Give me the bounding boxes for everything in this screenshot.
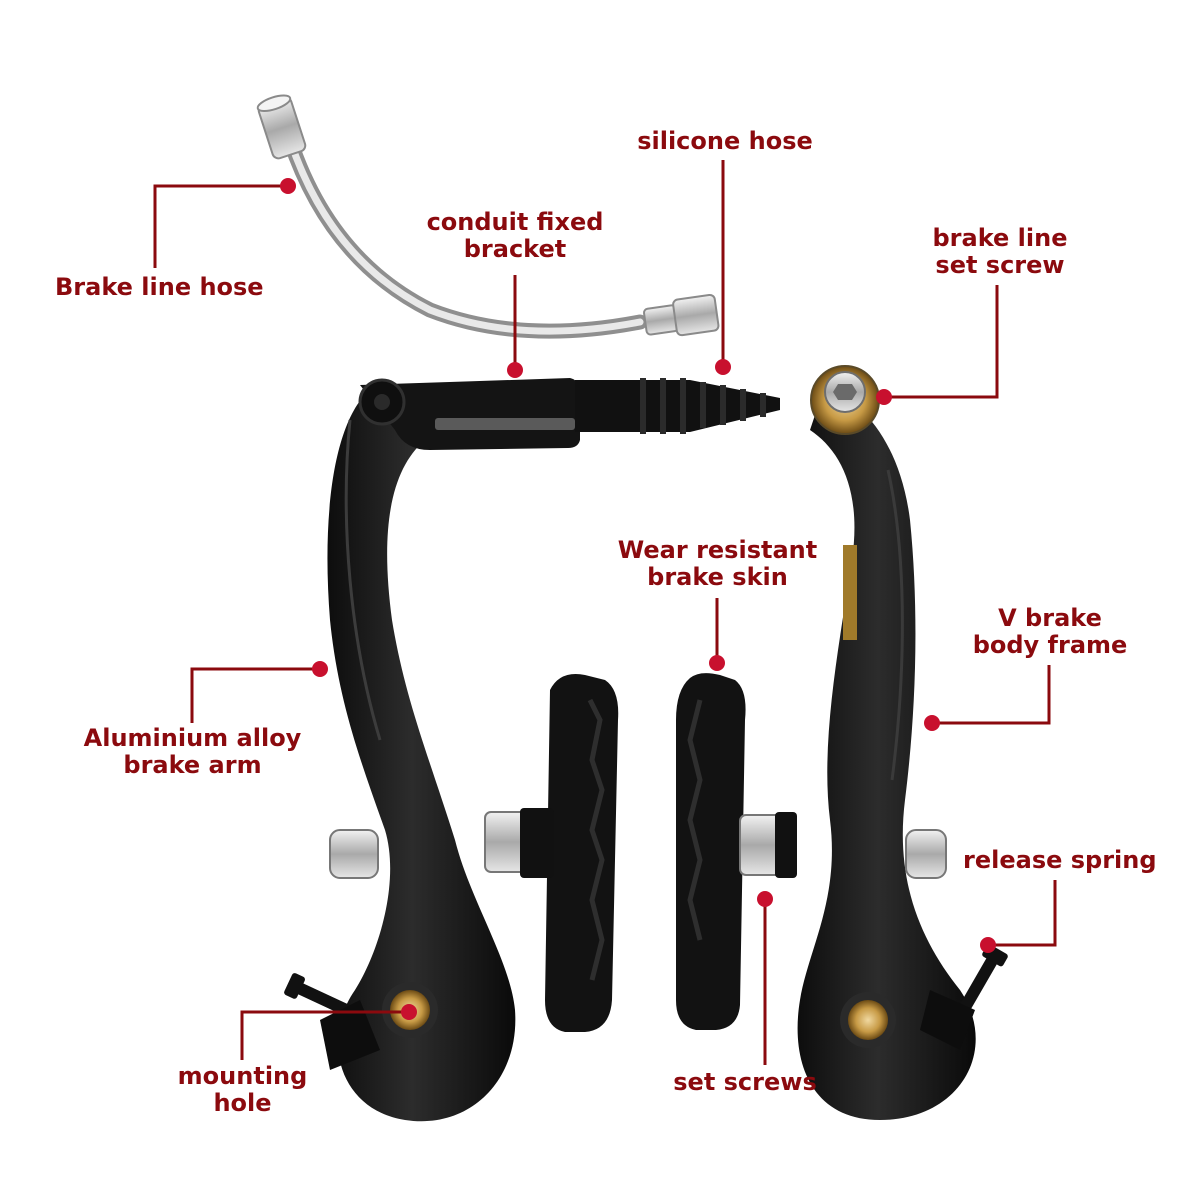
label-brake-line-hose: Brake line hose: [55, 273, 264, 301]
leader-body-frame: [932, 665, 1051, 725]
leader-lines: [153, 160, 1057, 1065]
label-set-screws: set screws: [673, 1068, 817, 1096]
leader-dots: [280, 178, 996, 1020]
label-silicone-hose: silicone hose: [637, 127, 813, 155]
dot-mounting-hole: [401, 1004, 417, 1020]
leader-release-spring: [988, 880, 1057, 947]
dot-brake-skin: [709, 655, 725, 671]
dot-body-frame: [924, 715, 940, 731]
label-v-brake-body-frame: V brake body frame: [972, 604, 1128, 659]
right-brake-arm: [797, 365, 1008, 1120]
label-conduit-fixed-bracket: conduit fixed bracket: [426, 208, 604, 263]
dot-brake-arm: [312, 661, 328, 677]
silicone-hose-part: [575, 378, 780, 434]
leader-brake-line-hose: [153, 184, 288, 268]
brake-line-hose-part: [256, 94, 720, 339]
leader-brake-arm: [190, 667, 320, 723]
label-aluminium-alloy-brake-arm: Aluminium alloy brake arm: [83, 724, 302, 779]
left-brake-pad: [484, 674, 619, 1032]
right-brake-pad: [676, 673, 797, 1030]
dot-conduit-bracket: [507, 362, 523, 378]
left-brake-arm: [284, 378, 580, 1122]
dot-brake-line-hose: [280, 178, 296, 194]
dot-silicone-hose: [715, 359, 731, 375]
label-release-spring: release spring: [963, 846, 1157, 874]
leader-mounting-hole: [240, 1010, 409, 1060]
label-brake-line-set-screw: brake line set screw: [932, 224, 1068, 279]
label-wear-resistant-brake-skin: Wear resistant brake skin: [617, 536, 818, 591]
label-mounting-hole: mounting hole: [177, 1062, 308, 1117]
dot-brake-line-set-screw: [876, 389, 892, 405]
dot-release-spring: [980, 937, 996, 953]
dot-set-screws: [757, 891, 773, 907]
leader-brake-line-set-screw: [884, 285, 999, 399]
